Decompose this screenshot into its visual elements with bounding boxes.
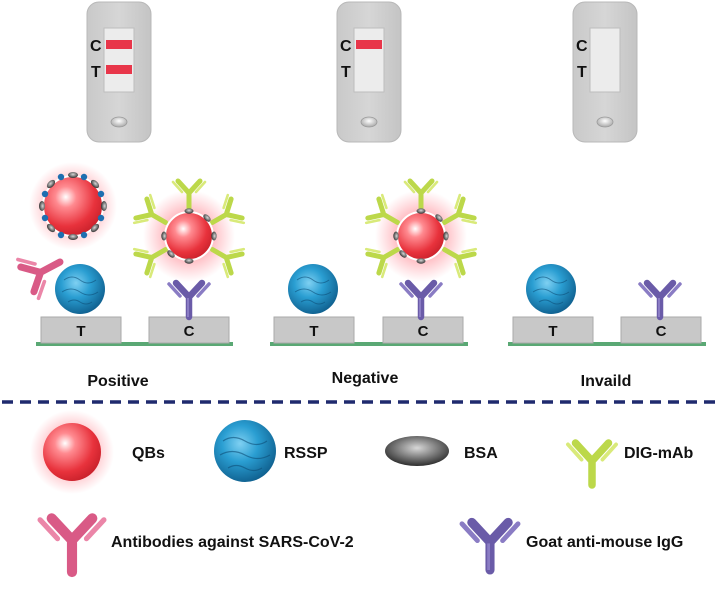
cassette-c-label: C bbox=[340, 38, 352, 55]
legend: QBs RSSP BSA DIG-mAb Antibodies against … bbox=[30, 410, 694, 572]
rssp-icon bbox=[214, 420, 276, 482]
sample-well bbox=[360, 116, 378, 128]
control-line bbox=[106, 40, 132, 49]
cassette-c-label: C bbox=[576, 38, 588, 55]
result-window bbox=[103, 27, 135, 93]
legend-rssp: RSSP bbox=[214, 420, 328, 482]
bsa-coating bbox=[39, 172, 107, 240]
bsa-coating bbox=[161, 208, 217, 264]
legend-bsa: BSA bbox=[385, 436, 498, 466]
test-pad-label: T bbox=[309, 323, 318, 340]
bsa-coating bbox=[393, 208, 449, 264]
test-pad bbox=[512, 316, 594, 344]
rssp-dots bbox=[41, 173, 105, 239]
panel-positive: T C bbox=[17, 162, 245, 390]
test-pad-label: T bbox=[548, 323, 557, 340]
test-pad bbox=[40, 316, 122, 344]
legend-bsa-label: BSA bbox=[464, 445, 498, 462]
cassette-c-label: C bbox=[90, 38, 102, 55]
legend-qbs-label: QBs bbox=[132, 445, 165, 462]
rssp-particle bbox=[288, 264, 338, 314]
rssp-particle bbox=[55, 264, 105, 314]
test-line bbox=[106, 65, 132, 74]
result-window bbox=[589, 27, 621, 93]
goat-anti-mouse-igg bbox=[401, 283, 441, 317]
panel-caption: Positive bbox=[87, 373, 148, 390]
legend-dig-mab: DIG-mAb bbox=[568, 443, 694, 485]
cassette-t-label: T bbox=[341, 64, 351, 81]
legend-antibodies-label: Antibodies against SARS-CoV-2 bbox=[111, 534, 354, 551]
cassette-t-label: T bbox=[577, 64, 587, 81]
rssp-particle bbox=[526, 264, 576, 314]
control-pad-label: C bbox=[418, 323, 429, 340]
sample-well bbox=[110, 116, 128, 128]
result-window bbox=[353, 27, 385, 93]
cassette-positive: C T bbox=[86, 1, 152, 143]
goat-anti-mouse-igg bbox=[169, 283, 209, 317]
legend-rssp-label: RSSP bbox=[284, 445, 328, 462]
panel-negative: T C Negative bbox=[270, 181, 477, 387]
legend-antibodies: Antibodies against SARS-CoV-2 bbox=[40, 518, 354, 572]
sars-cov-2-antibody-icon bbox=[40, 518, 104, 572]
cassette-negative: C T bbox=[336, 1, 402, 143]
legend-goat: Goat anti-mouse IgG bbox=[462, 522, 683, 570]
control-pad-label: C bbox=[656, 323, 667, 340]
control-pad bbox=[382, 316, 464, 344]
legend-dig-mab-label: DIG-mAb bbox=[624, 445, 694, 462]
cassette-t-label: T bbox=[91, 64, 101, 81]
sample-well bbox=[596, 116, 614, 128]
cassette-invalid: C T bbox=[572, 1, 638, 143]
control-pad-label: C bbox=[184, 323, 195, 340]
bsa-icon bbox=[385, 436, 449, 466]
legend-goat-label: Goat anti-mouse IgG bbox=[526, 534, 683, 551]
dig-mab-icon bbox=[568, 443, 616, 485]
test-pad bbox=[273, 316, 355, 344]
panel-caption: Invaild bbox=[581, 373, 632, 390]
control-line bbox=[356, 40, 382, 49]
qbs-icon bbox=[43, 423, 101, 481]
panel-caption: Negative bbox=[332, 370, 399, 387]
panel-invalid: T C Invaild bbox=[508, 264, 706, 390]
legend-qbs: QBs bbox=[30, 410, 165, 494]
goat-anti-mouse-igg bbox=[640, 283, 680, 317]
test-pad-label: T bbox=[76, 323, 85, 340]
goat-anti-mouse-igg-icon bbox=[462, 522, 518, 570]
